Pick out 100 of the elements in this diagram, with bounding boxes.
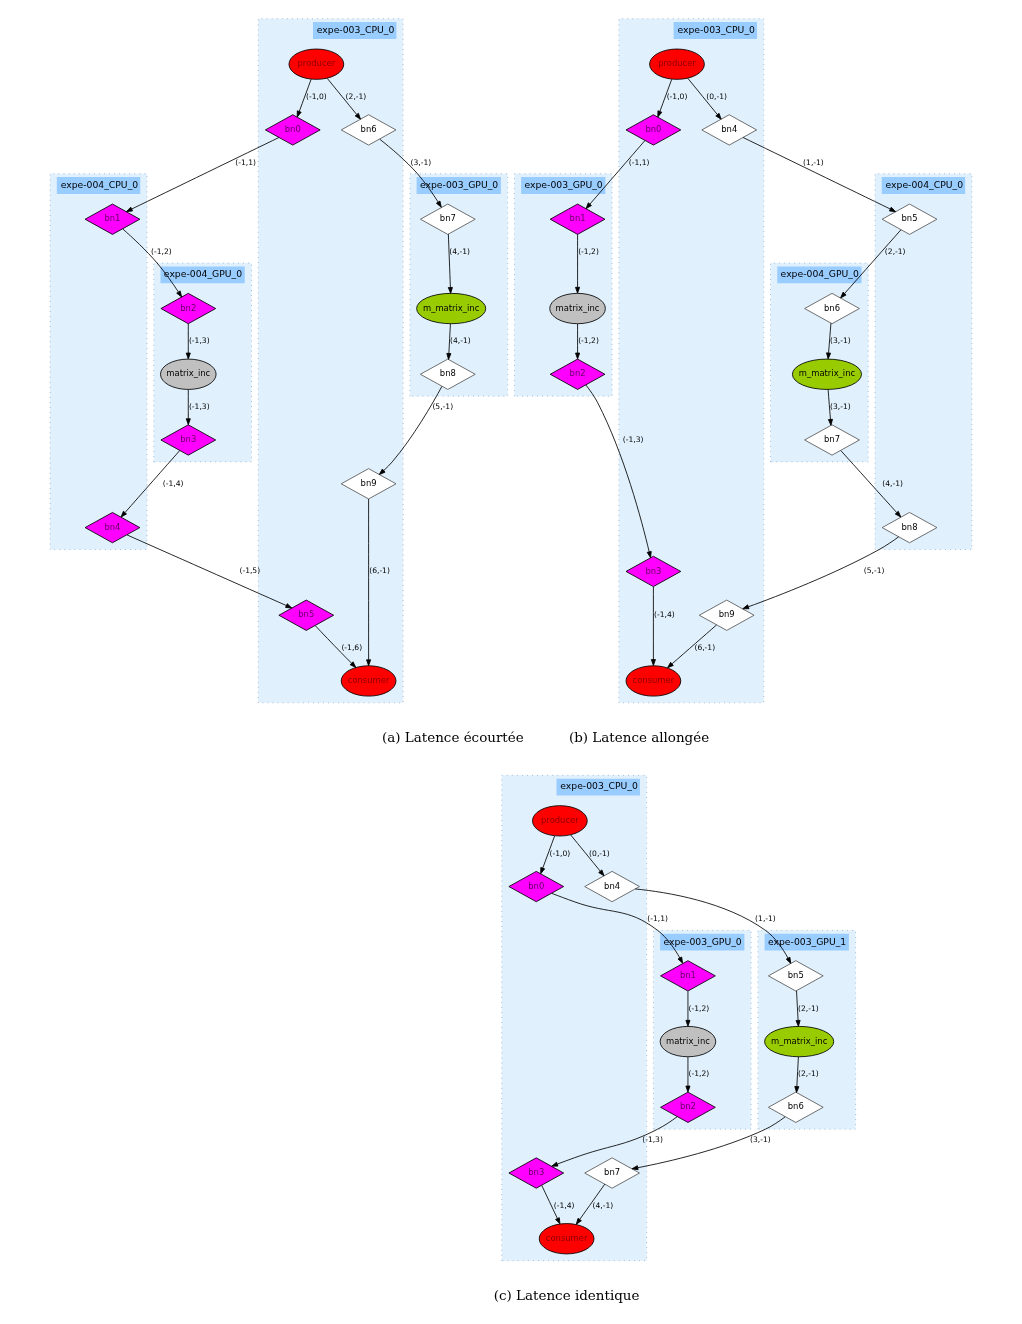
node-diamond: bn1 bbox=[660, 960, 716, 992]
arrow bbox=[326, 77, 361, 120]
node-ellipse: matrix_inc bbox=[659, 1026, 717, 1058]
node-ellipse: consumer bbox=[340, 665, 397, 697]
arrow bbox=[685, 990, 691, 1027]
arrow bbox=[296, 78, 312, 118]
arrow bbox=[585, 140, 646, 210]
arrow bbox=[185, 323, 191, 360]
arrow bbox=[742, 137, 897, 213]
arrow bbox=[631, 1116, 786, 1171]
arrow bbox=[125, 137, 280, 213]
arrow bbox=[120, 450, 180, 518]
edge-label: (-1,3) bbox=[188, 401, 210, 411]
edge-label: (-1,4) bbox=[162, 478, 184, 488]
arrow bbox=[446, 323, 452, 360]
edge-label: (-1,4) bbox=[654, 610, 675, 620]
edge-label: (-1,1) bbox=[235, 157, 256, 167]
arrow bbox=[540, 835, 556, 875]
label: (a) Latence écourtée bbox=[381, 729, 524, 746]
node-diamond: bn9 bbox=[698, 599, 755, 631]
edge-label: (3,-1) bbox=[830, 336, 851, 346]
arrow bbox=[126, 534, 293, 609]
edge-label: (2,-1) bbox=[798, 1003, 819, 1013]
edge-label: (-1,3) bbox=[188, 336, 210, 346]
node-diamond: bn7 bbox=[420, 203, 476, 235]
edge-label: (-1,3) bbox=[622, 434, 644, 444]
edge-label: (-1,6) bbox=[341, 642, 363, 652]
node-ellipse: m_matrix_inc bbox=[764, 1026, 835, 1058]
node-diamond: bn6 bbox=[768, 1091, 824, 1123]
edge-label: (3,-1) bbox=[410, 157, 432, 167]
node-diamond: bn0 bbox=[264, 114, 321, 146]
arrow bbox=[827, 389, 833, 426]
arrow bbox=[314, 625, 357, 668]
node-ellipse: m_matrix_inc bbox=[416, 292, 487, 325]
arrow bbox=[541, 1184, 561, 1225]
label: (c) Latence identique bbox=[493, 1287, 640, 1304]
arrow bbox=[667, 624, 717, 669]
node-diamond: bn3 bbox=[508, 1157, 565, 1189]
arrow bbox=[840, 229, 902, 299]
edge-label: (2,-1) bbox=[884, 246, 906, 256]
node-diamond: bn3 bbox=[625, 555, 682, 587]
edge-label: (4,-1) bbox=[882, 478, 904, 488]
node-ellipse: consumer bbox=[625, 665, 682, 697]
edge-label: (0,-1) bbox=[706, 91, 727, 101]
arrow bbox=[657, 78, 673, 118]
edge-label: (4,-1) bbox=[449, 246, 470, 256]
edge-label: (2,-1) bbox=[798, 1069, 819, 1079]
arrow bbox=[840, 450, 902, 518]
node-ellipse: m_matrix_inc bbox=[792, 358, 862, 390]
arrow bbox=[570, 834, 605, 877]
edge-label: (4,-1) bbox=[450, 336, 471, 346]
edge-label: (1,-1) bbox=[755, 914, 776, 924]
edge-label: (-1,0) bbox=[549, 848, 571, 858]
edge-label: (5,-1) bbox=[863, 566, 885, 576]
label: (b) Latence allongée bbox=[568, 729, 710, 746]
arrow bbox=[551, 892, 683, 964]
node-ellipse: producer bbox=[649, 48, 705, 80]
node-diamond: bn0 bbox=[625, 114, 682, 146]
edge-label: (6,-1) bbox=[694, 642, 716, 652]
arrow bbox=[687, 77, 722, 120]
arrow bbox=[650, 586, 656, 666]
node-diamond: bn5 bbox=[768, 960, 824, 992]
arrow bbox=[575, 1183, 606, 1225]
edge-label: (2,-1) bbox=[345, 91, 367, 101]
node-diamond: bn2 bbox=[549, 358, 606, 390]
edge-label: (4,-1) bbox=[592, 1200, 614, 1210]
edge-label: (0,-1) bbox=[589, 848, 610, 858]
arrow bbox=[742, 536, 900, 610]
edge-label: (-1,2) bbox=[578, 336, 599, 346]
edge-label: (3,-1) bbox=[750, 1135, 771, 1145]
arrow bbox=[551, 1116, 678, 1167]
edge-label: (-1,1) bbox=[628, 157, 650, 167]
arrow bbox=[794, 1056, 800, 1093]
node-diamond: bn5 bbox=[278, 599, 335, 631]
edge-label: (-1,4) bbox=[553, 1200, 575, 1210]
node-diamond: bn0 bbox=[508, 870, 565, 903]
node-ellipse: producer bbox=[532, 805, 588, 837]
edge-label: (5,-1) bbox=[432, 401, 454, 411]
arrow bbox=[795, 990, 801, 1027]
edge-label: (-1,1) bbox=[647, 914, 668, 924]
node-ellipse: consumer bbox=[538, 1223, 595, 1255]
edge-label: (3,-1) bbox=[830, 401, 851, 411]
edge-label: (6,-1) bbox=[369, 566, 390, 576]
node-ellipse: producer bbox=[288, 48, 345, 80]
arrow bbox=[185, 389, 191, 426]
edge-label: (-1,2) bbox=[150, 246, 172, 256]
arrow bbox=[122, 228, 183, 298]
arrow bbox=[447, 233, 453, 294]
node-diamond: bn8 bbox=[420, 358, 476, 390]
node-ellipse: matrix_inc bbox=[549, 292, 606, 325]
node-ellipse: matrix_inc bbox=[160, 358, 217, 390]
node-diamond: bn7 bbox=[804, 424, 860, 456]
edge-label: (1,-1) bbox=[803, 157, 824, 167]
arrow bbox=[634, 888, 792, 964]
edge-label: (-1,2) bbox=[688, 1003, 710, 1013]
arrow bbox=[575, 323, 581, 360]
node-diamond: bn3 bbox=[160, 424, 217, 456]
edge-label: (-1,2) bbox=[688, 1069, 710, 1079]
arrow bbox=[826, 322, 832, 360]
edge-label: (-1,0) bbox=[306, 91, 327, 101]
